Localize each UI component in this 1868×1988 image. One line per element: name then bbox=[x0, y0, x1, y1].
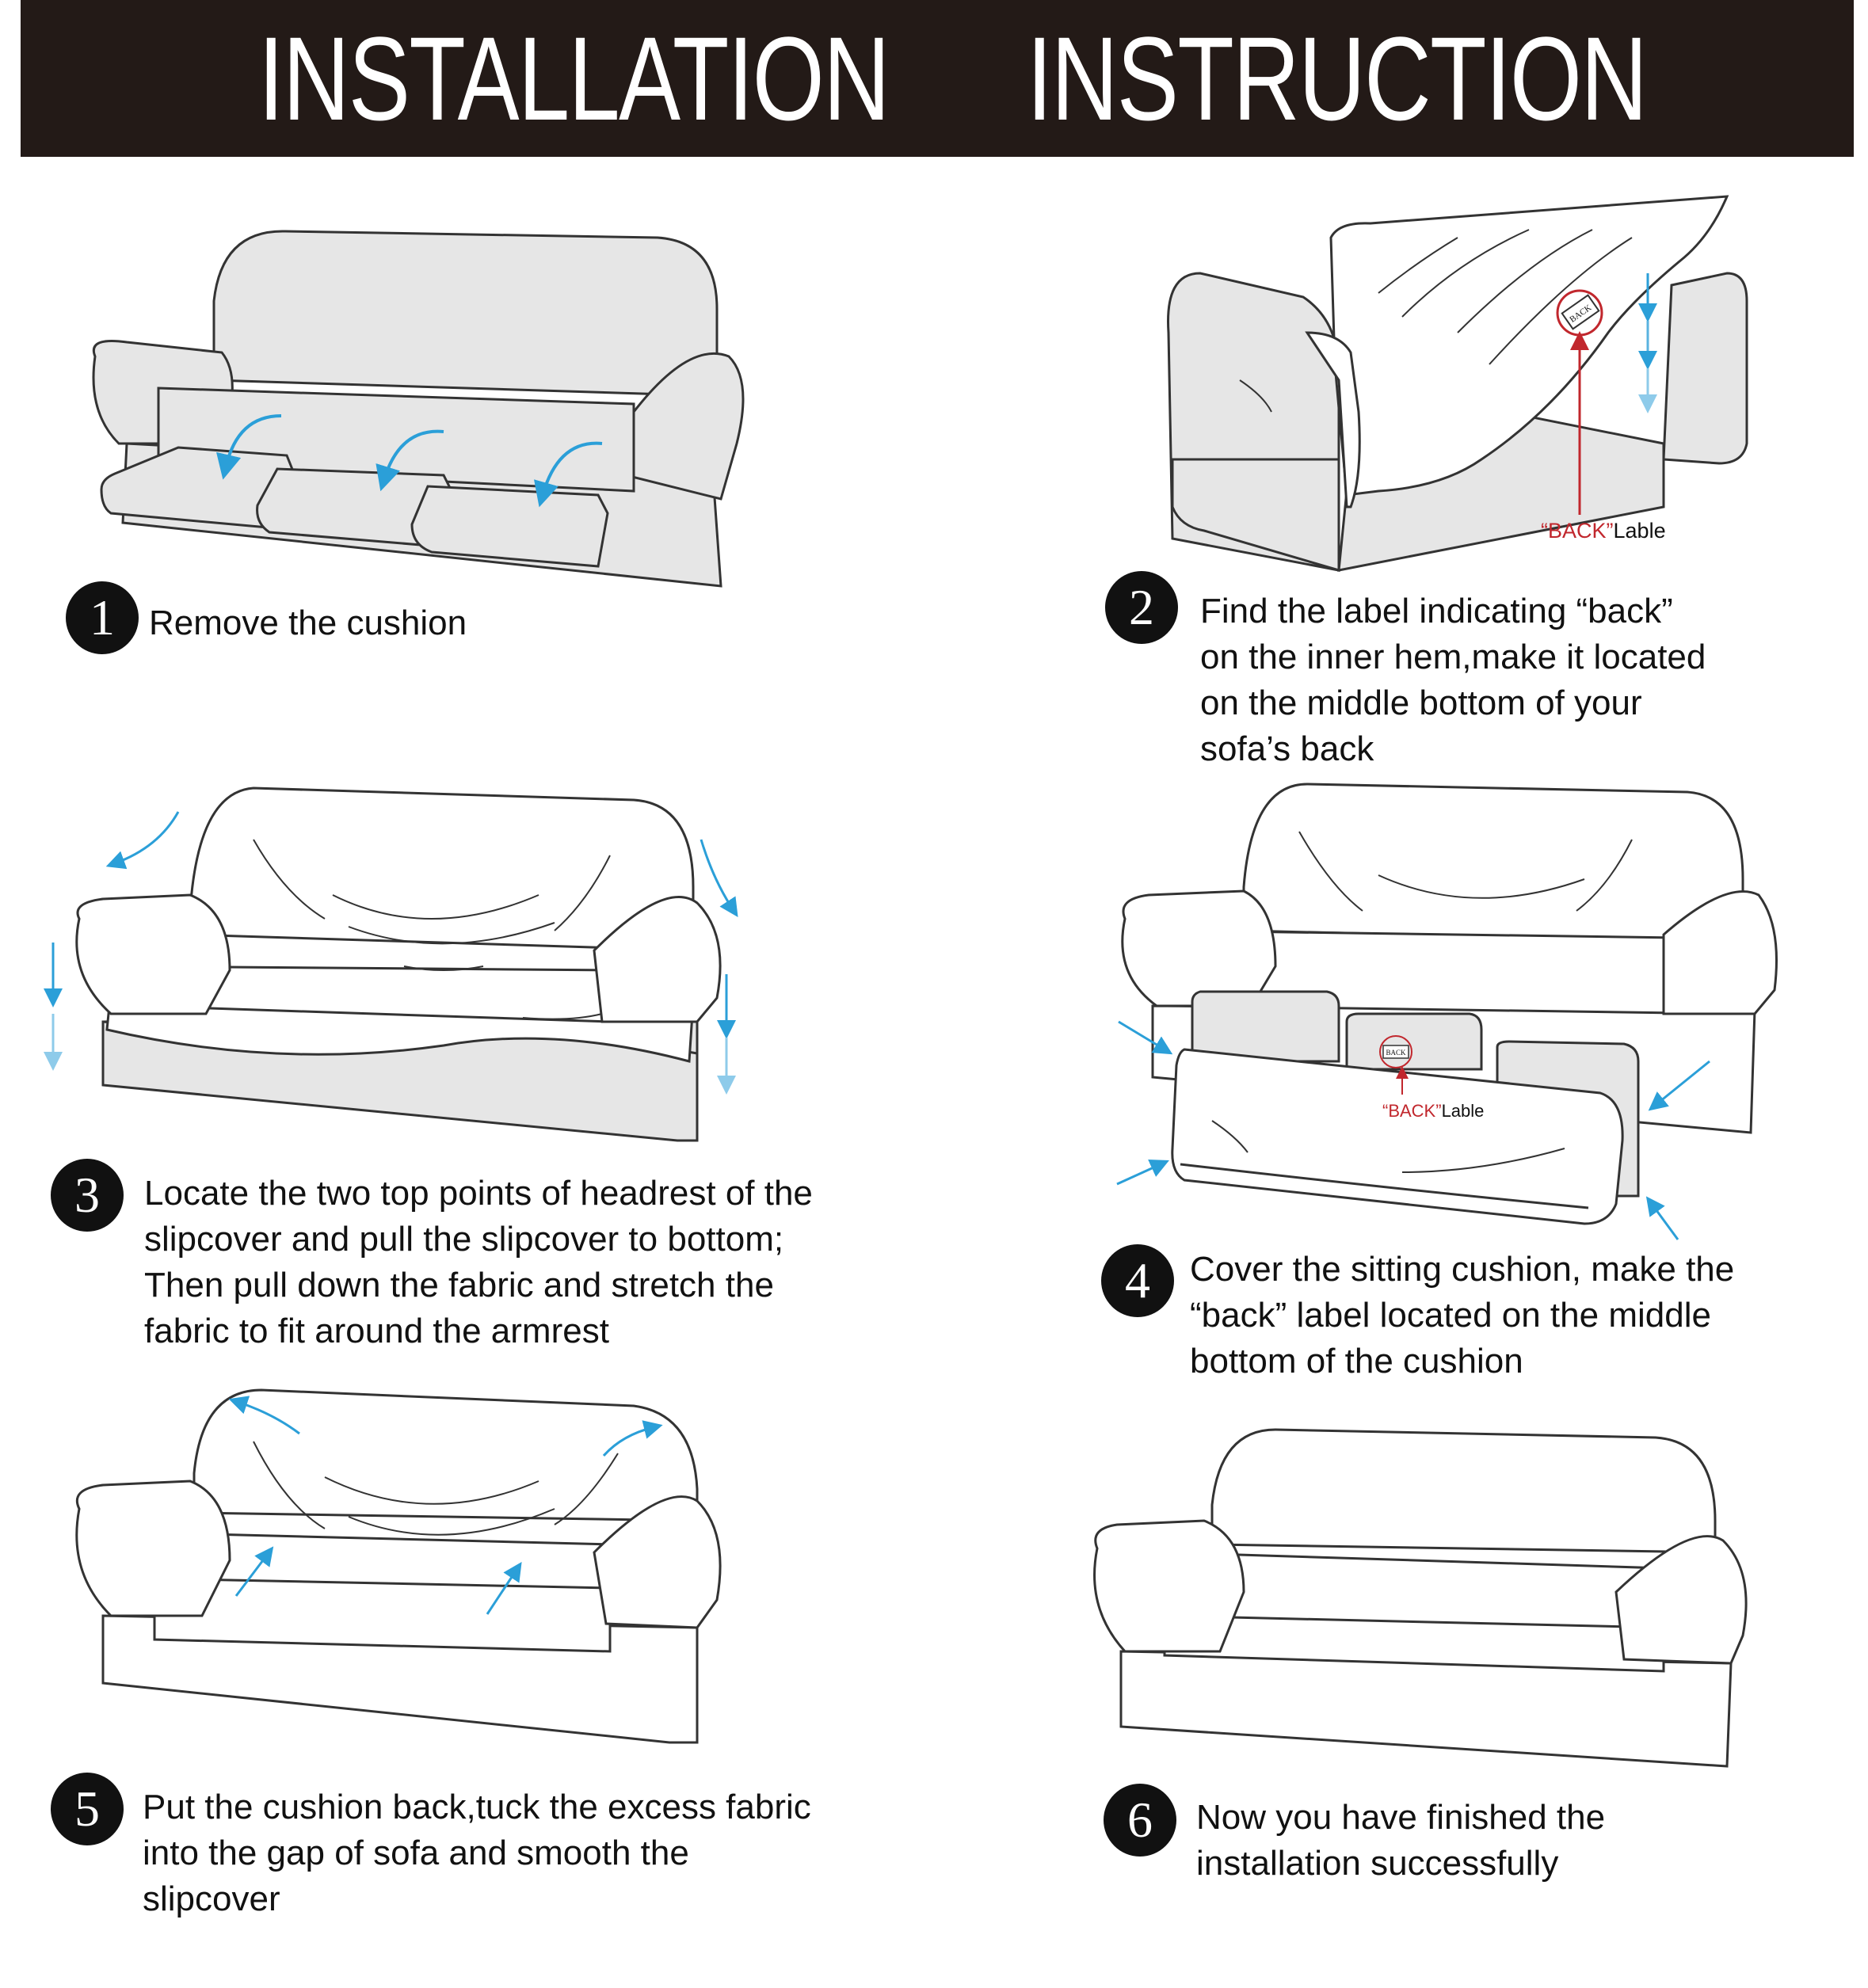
step-3-line: fabric to fit around the armrest bbox=[144, 1312, 609, 1350]
step-5-number: 5 bbox=[51, 1773, 124, 1845]
cushions-4 bbox=[1191, 990, 1640, 1198]
step-1-number: 1 bbox=[66, 581, 139, 654]
step-2-line: sofa’s back bbox=[1200, 729, 1374, 768]
cushion-arrows bbox=[216, 414, 603, 508]
pull-arrows-3 bbox=[44, 811, 738, 1095]
step-2-line: on the inner hem,make it located bbox=[1200, 638, 1706, 676]
fold-lines-3 bbox=[253, 839, 611, 1020]
smooth-arrows-5 bbox=[228, 1396, 663, 1615]
fold-lines-5 bbox=[253, 1441, 619, 1536]
step-4-line: bottom of the cushion bbox=[1190, 1342, 1523, 1381]
back-label-quote: “BACK” bbox=[1382, 1101, 1442, 1121]
step-3-line: Locate the two top points of headrest of… bbox=[144, 1174, 813, 1213]
step-4-line: Cover the sitting cushion, make the bbox=[1190, 1250, 1735, 1289]
back-label-suffix: Lable bbox=[1441, 1101, 1485, 1121]
step-3-line: slipcover and pull the slipcover to bott… bbox=[144, 1220, 784, 1259]
back-label-quote: “BACK” bbox=[1541, 519, 1614, 543]
back-label-callout-4: “BACK”Lable bbox=[1382, 1101, 1484, 1122]
step-5-caption: Put the cushion back,tuck the excess fab… bbox=[143, 1784, 811, 1922]
title-word-installation: INSTALLATION bbox=[258, 12, 890, 145]
sofa-1 bbox=[92, 230, 745, 588]
cover-4 bbox=[1171, 1048, 1624, 1225]
back-tag-2: BACK bbox=[1556, 289, 1603, 515]
step-4-caption: Cover the sitting cushion, make the “bac… bbox=[1190, 1247, 1734, 1384]
back-label-callout-2: “BACK”Lable bbox=[1541, 519, 1666, 543]
step-6-line: Now you have finished the bbox=[1196, 1798, 1606, 1837]
step-2-number: 2 bbox=[1105, 571, 1178, 644]
step-6-number: 6 bbox=[1104, 1784, 1176, 1857]
step-4-line: “back” label located on the middle bbox=[1190, 1296, 1711, 1335]
back-tag-4: BACK bbox=[1379, 1035, 1412, 1095]
step-5-line: Put the cushion back,tuck the excess fab… bbox=[143, 1788, 811, 1826]
fold-lines-4b bbox=[1211, 1120, 1565, 1173]
step-1-line: Remove the cushion bbox=[149, 604, 467, 642]
step-3-line: Then pull down the fabric and stretch th… bbox=[144, 1266, 774, 1304]
push-arrows-4 bbox=[1116, 1020, 1710, 1240]
step-2-line: Find the label indicating “back” bbox=[1200, 592, 1673, 630]
step-6-line: installation successfully bbox=[1196, 1844, 1559, 1883]
fold-lines-2 bbox=[1239, 229, 1633, 413]
sofa-4 bbox=[1121, 783, 1778, 1134]
fold-lines-4 bbox=[1298, 831, 1633, 912]
back-tag-text-4: BACK bbox=[1386, 1049, 1406, 1057]
sofa-3 bbox=[75, 786, 722, 1142]
back-label-suffix: Lable bbox=[1613, 519, 1666, 543]
slipcover-2 bbox=[1305, 195, 1729, 508]
cushions-1 bbox=[100, 446, 609, 568]
step-5-line: into the gap of sofa and smooth the bbox=[143, 1834, 689, 1872]
step-2-line: on the middle bottom of your bbox=[1200, 684, 1642, 722]
title-word-instruction: INSTRUCTION bbox=[1027, 12, 1648, 145]
step-5-line: slipcover bbox=[143, 1879, 280, 1918]
step-2-caption: Find the label indicating “back” on the … bbox=[1200, 588, 1706, 772]
step-1-caption: Remove the cushion bbox=[149, 600, 467, 646]
back-tag-text-2: BACK bbox=[1568, 303, 1593, 325]
sofa-5 bbox=[75, 1388, 722, 1744]
step-6-caption: Now you have finished the installation s… bbox=[1196, 1795, 1605, 1887]
step-3-caption: Locate the two top points of headrest of… bbox=[144, 1171, 813, 1354]
step-4-number: 4 bbox=[1101, 1244, 1174, 1317]
step-3-number: 3 bbox=[51, 1159, 124, 1232]
title-banner: INSTALLATION INSTRUCTION bbox=[21, 0, 1854, 157]
sofa-6 bbox=[1093, 1428, 1748, 1768]
